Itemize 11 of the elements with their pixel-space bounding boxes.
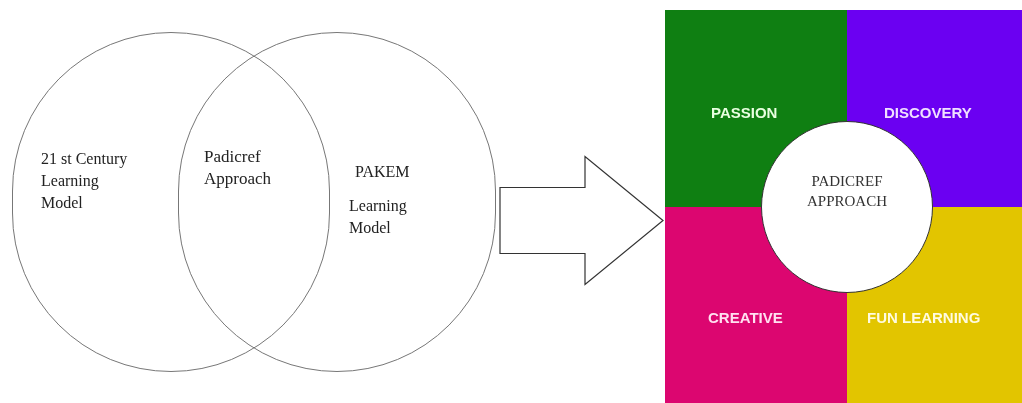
circle-label: 21 st Century Learning Model xyxy=(41,149,129,213)
circle-label: PAKEM xyxy=(354,162,411,182)
quadrant-label: PASSION xyxy=(711,102,778,125)
quadrant-label: CREATIVE xyxy=(708,307,783,330)
four-color-square xyxy=(665,10,1022,403)
quadrant-label: DISCOVERY xyxy=(884,102,972,125)
circle-label: Learning Model xyxy=(349,196,408,238)
center-label: PADICREF APPROACH xyxy=(806,172,888,211)
quadrant-label: FUN LEARNING xyxy=(867,307,981,330)
block-arrow xyxy=(499,155,664,286)
overlap-label: Padicref Approach xyxy=(204,146,304,200)
